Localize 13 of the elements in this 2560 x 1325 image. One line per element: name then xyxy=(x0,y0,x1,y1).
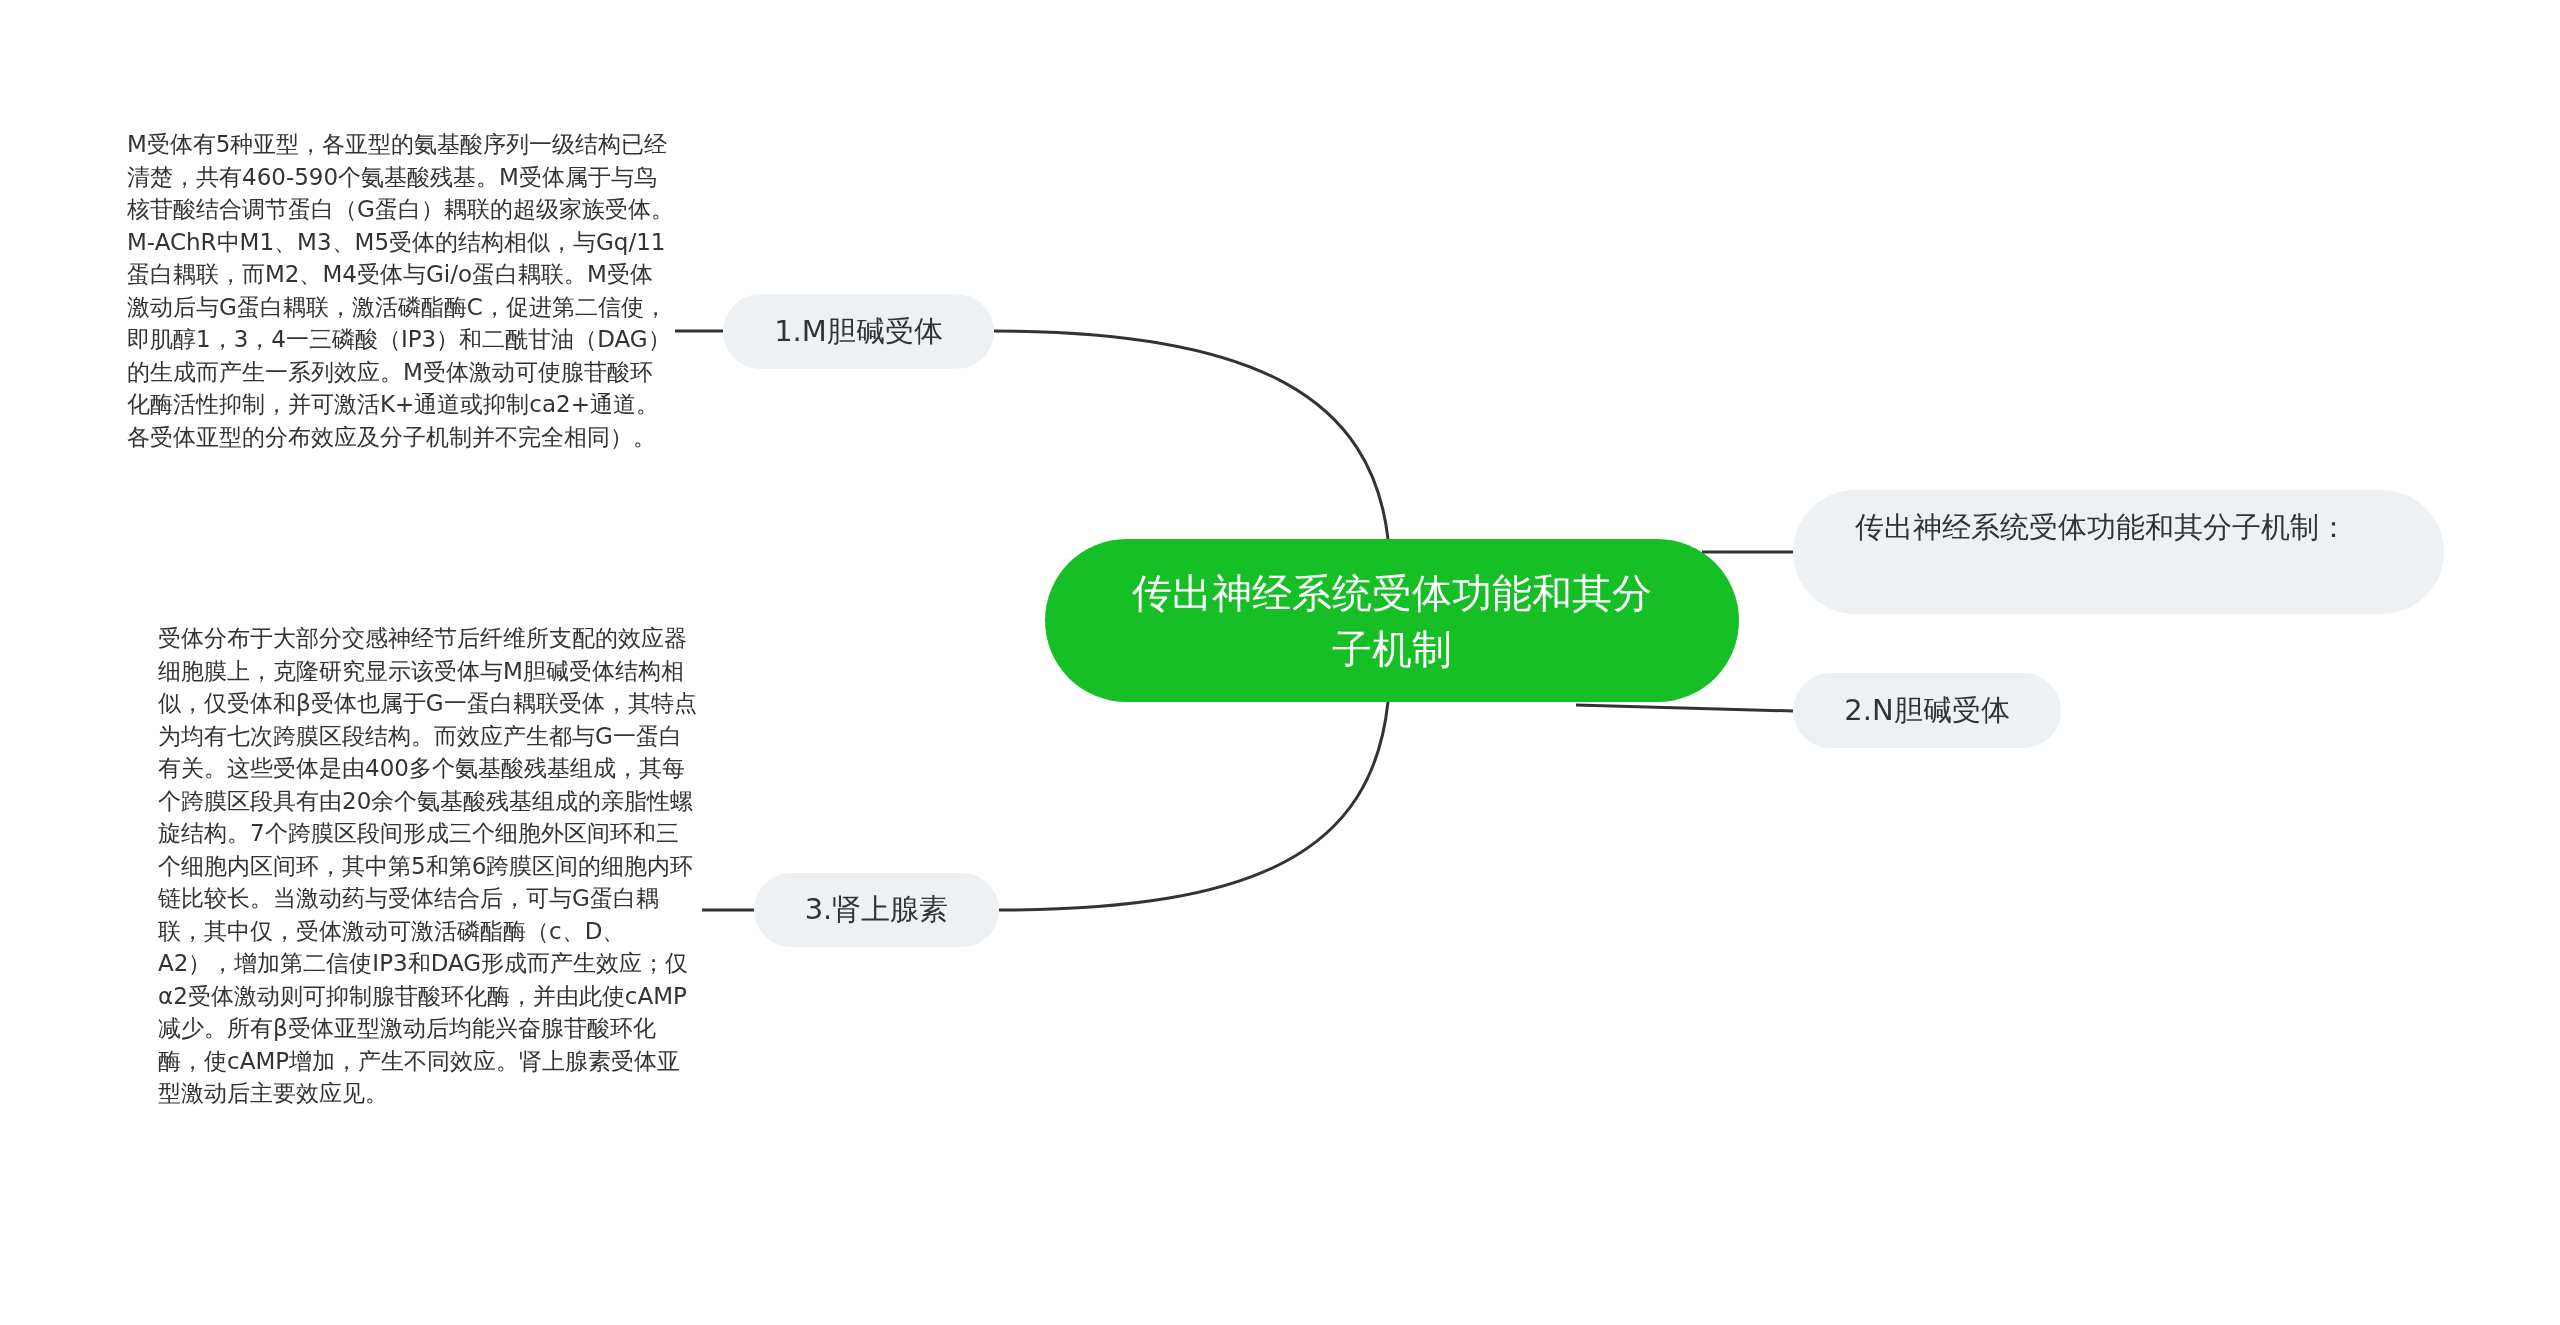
topic-pill: 1.M胆碱受体 xyxy=(723,294,994,369)
topic-pill: 传出神经系统受体功能和其分子机制： xyxy=(1793,490,2444,614)
topic-pill: 2.N胆碱受体 xyxy=(1793,673,2061,748)
connector-line xyxy=(702,908,754,912)
connector-line xyxy=(1702,550,1793,554)
connector-line xyxy=(675,329,723,333)
note-text: 受体分布于大部分交感神经节后纤维所支配的效应器细胞膜上，克隆研究显示该受体与M胆碱受体结构相似，仅受体和β受体也属于G一蛋白耦联受体，其特点为均有七次跨膜区段结构。而效应产生都与G一蛋白有关。这些受体是由400多个氨基酸残基组成，其每个跨膜区段具有由20余个氨基酸残基组成的亲脂性螺旋结构。7个跨膜区段间形成三个细胞外区间环和三个细胞内区间环，其中第5和第6跨膜区间的细胞内环链比较长。当激动药与受体结合后，可与G蛋白耦联，其中仅，受体激动可激活磷酯酶（c、D、A2），增加第二信使IP3和DAG形成而产生效应；仅α2受体激动则可抑制腺苷酸环化酶，并由此使cAMP减少。所有β受体亚型激动后均能兴奋腺苷酸环化酶，使cAMP增加，产生不同效应。肾上腺素受体亚型激动后主要效应见。 xyxy=(158,622,700,1212)
connector-line xyxy=(993,329,1390,540)
root-topic-pill: 传出神经系统受体功能和其分子机制 xyxy=(1045,539,1739,702)
connector-line xyxy=(1575,703,1794,713)
note-text: M受体有5种亚型，各亚型的氨基酸序列一级结构已经清楚，共有460-590个氨基酸残基。M受体属于与鸟核苷酸结合调节蛋白（G蛋白）耦联的超级家族受体。M-AChR中M1、M3、M5受体的结构相似，与Gq/11蛋白耦联，而M2、M4受体与Gi/o蛋白耦联。M受体激动后与G蛋白耦联，激活磷酯酶C，促进第二信使，即肌醇1，3，4一三磷酸（IP3）和二酰甘油（DAG）的生成而产生一系列效应。M受体激动可使腺苷酸环化酶活性抑制，并可激活K+通道或抑制ca2+通道。各受体亚型的分布效应及分子机制并不完全相同）。 xyxy=(127,128,675,548)
connector-line xyxy=(998,701,1390,912)
topic-pill: 3.肾上腺素 xyxy=(754,873,999,947)
